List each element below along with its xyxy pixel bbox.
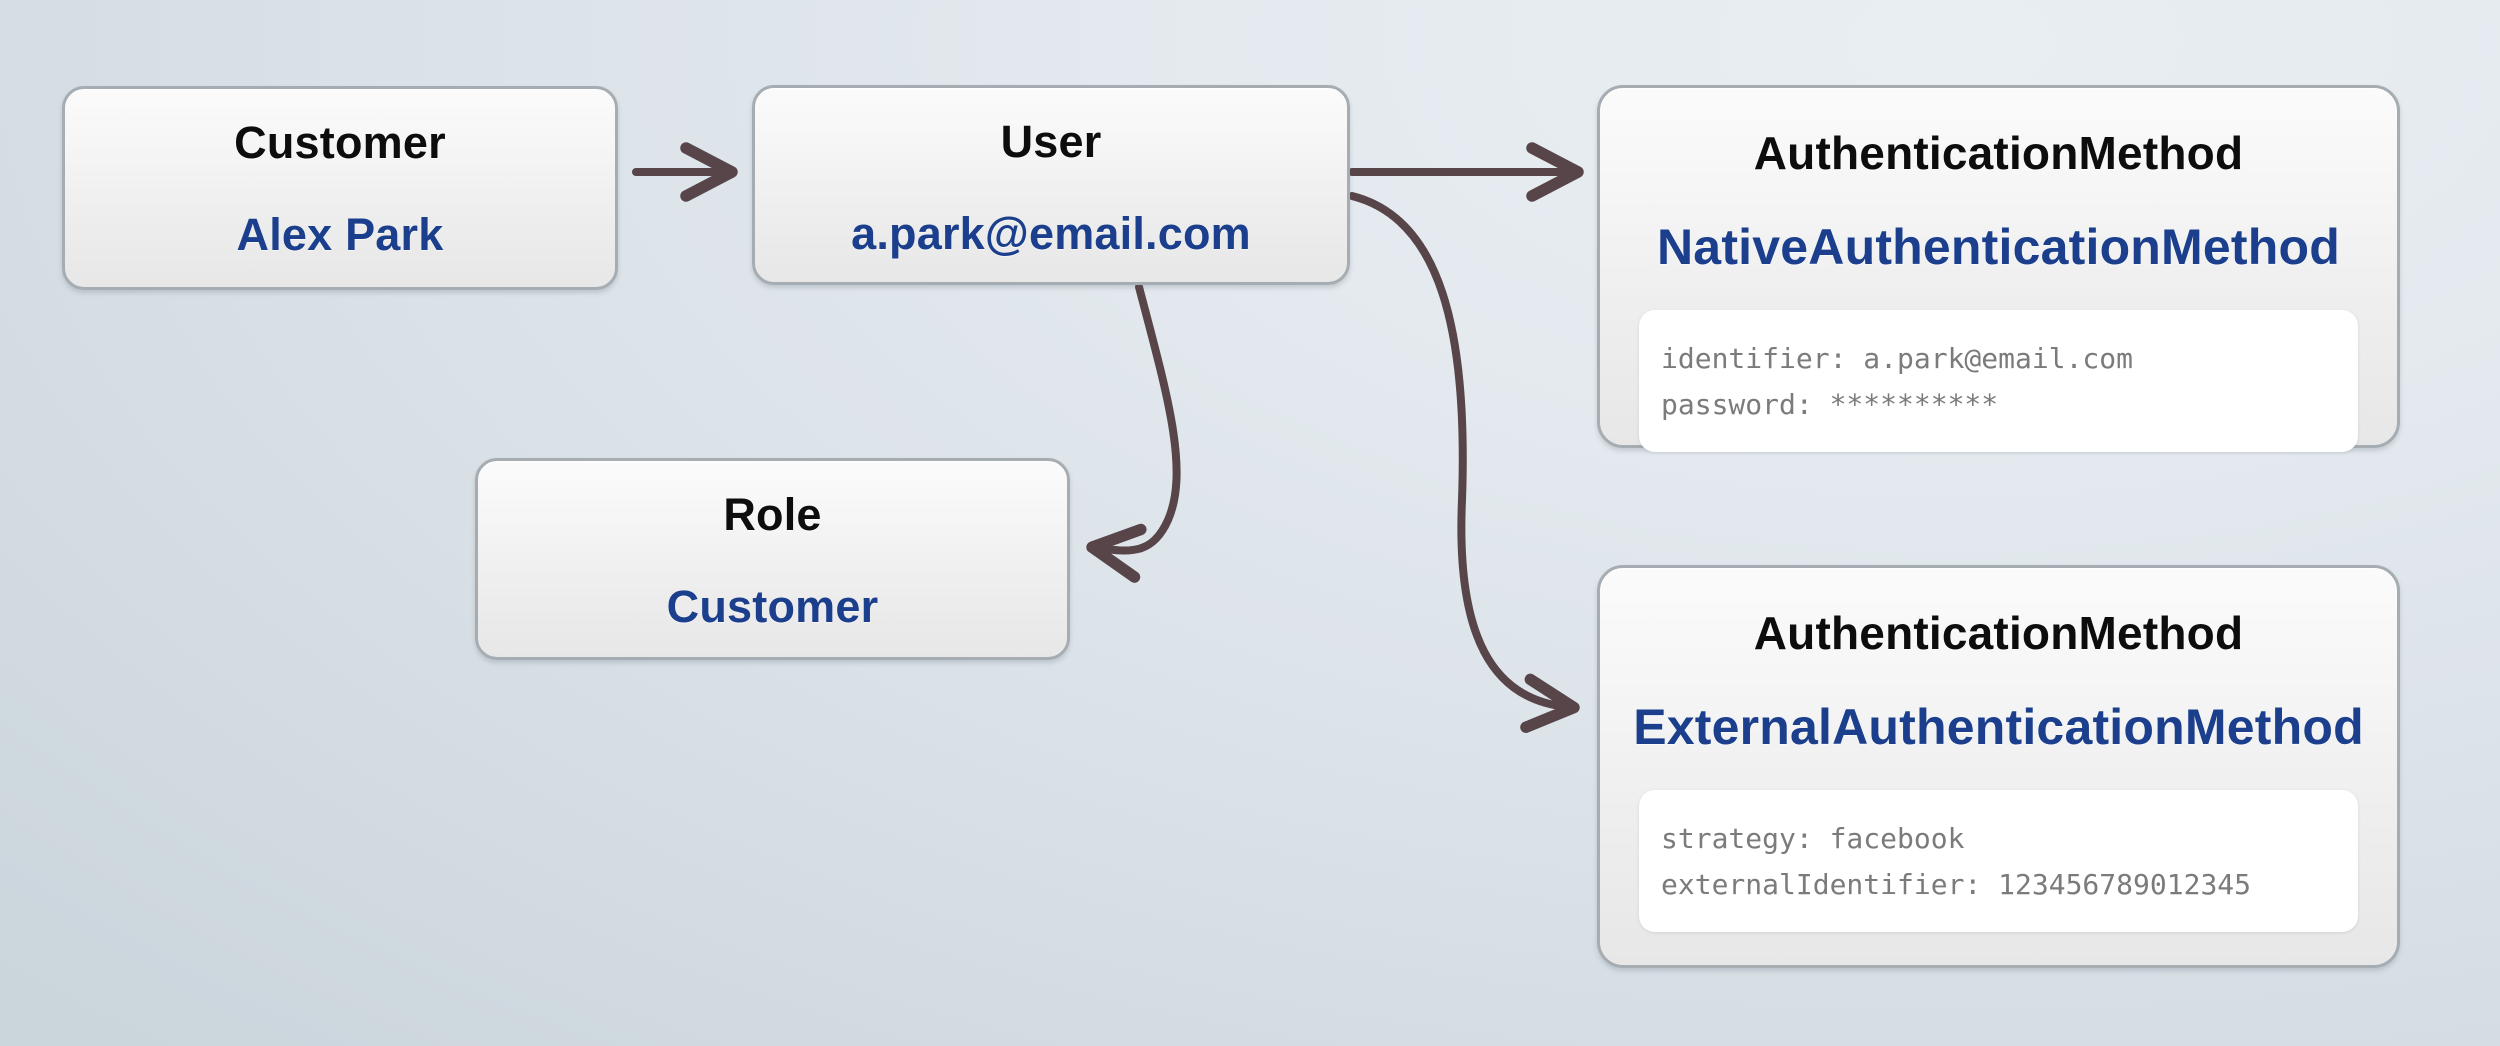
- node-role-title: Role: [723, 489, 822, 540]
- detail-line-external-identifier: externalIdentifier: 123456789012345: [1661, 868, 2252, 901]
- node-customer-value: Alex Park: [236, 209, 444, 260]
- node-role[interactable]: Role Customer: [475, 458, 1070, 660]
- detail-line-strategy: strategy: facebook: [1661, 822, 1965, 855]
- node-external-authentication-method[interactable]: AuthenticationMethod ExternalAuthenticat…: [1597, 565, 2400, 968]
- edge-user-to-role: [1086, 283, 1181, 583]
- node-user-value: a.park@email.com: [851, 208, 1251, 259]
- node-external-title: AuthenticationMethod: [1753, 607, 2244, 659]
- node-customer-title: Customer: [234, 117, 446, 168]
- node-native-title: AuthenticationMethod: [1753, 127, 2244, 179]
- node-native-authentication-method[interactable]: AuthenticationMethod NativeAuthenticatio…: [1597, 85, 2400, 452]
- node-native-detail-panel: identifier: a.park@email.com password: *…: [1639, 310, 2358, 452]
- node-customer[interactable]: Customer Alex Park: [62, 86, 618, 290]
- detail-line-password: password: **********: [1661, 388, 1999, 421]
- node-native-value: NativeAuthenticationMethod: [1657, 219, 2340, 275]
- node-external-value: ExternalAuthenticationMethod: [1633, 699, 2364, 755]
- node-user[interactable]: User a.park@email.com: [752, 85, 1350, 285]
- detail-line-identifier: identifier: a.park@email.com: [1661, 342, 2134, 375]
- node-role-value: Customer: [666, 581, 879, 632]
- node-user-title: User: [1000, 116, 1102, 167]
- node-external-detail-panel: strategy: facebook externalIdentifier: 1…: [1639, 790, 2358, 932]
- edge-user-to-external: [1348, 192, 1580, 733]
